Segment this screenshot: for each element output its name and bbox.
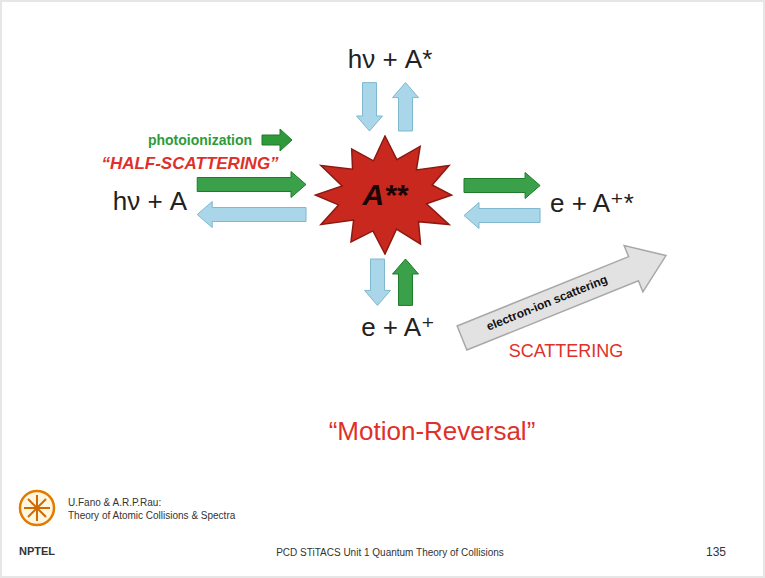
starburst-outline xyxy=(315,136,451,254)
block-arrow xyxy=(197,202,306,228)
resonance-burst: A** xyxy=(310,135,460,255)
block-arrow xyxy=(357,83,383,131)
state-text: e + A⁺ xyxy=(361,312,435,343)
logo-ring xyxy=(20,491,54,525)
block-arrow xyxy=(393,83,419,131)
state-label: hν + A xyxy=(107,183,193,220)
reference-text: U.Fano & A.R.P.Rau: xyxy=(68,497,161,509)
page-number: 135 xyxy=(706,545,726,559)
logo-star xyxy=(24,495,50,521)
process-label: photoionization xyxy=(148,132,252,149)
state-text: hν + A* xyxy=(348,44,433,75)
slide-heading: “Motion-Reversal” xyxy=(329,416,536,447)
state-text: e + A⁺* xyxy=(550,188,634,219)
block-arrow xyxy=(197,172,306,198)
logo-text: NPTEL xyxy=(19,545,55,558)
state-text: hν + A xyxy=(113,186,187,217)
block-arrow xyxy=(464,203,540,229)
process-label: “HALF-SCATTERING” xyxy=(101,154,278,174)
process-label: SCATTERING xyxy=(509,341,624,363)
block-arrow xyxy=(464,173,540,199)
block-arrow xyxy=(392,259,418,305)
state-label: e + A⁺ xyxy=(355,309,441,346)
state-symbol: A** xyxy=(362,177,407,213)
reference-text: Theory of Atomic Collisions & Spectra xyxy=(68,510,235,522)
state-label: e + A⁺* xyxy=(544,185,640,222)
arrow-label: electron-ion scattering xyxy=(484,272,609,334)
footer-text: PCD STiTACS Unit 1 Quantum Theory of Col… xyxy=(276,547,504,559)
nptel-logo xyxy=(20,491,54,525)
state-label: hν + A* xyxy=(342,41,439,78)
small-arrow xyxy=(262,129,292,151)
block-arrow xyxy=(364,259,390,305)
